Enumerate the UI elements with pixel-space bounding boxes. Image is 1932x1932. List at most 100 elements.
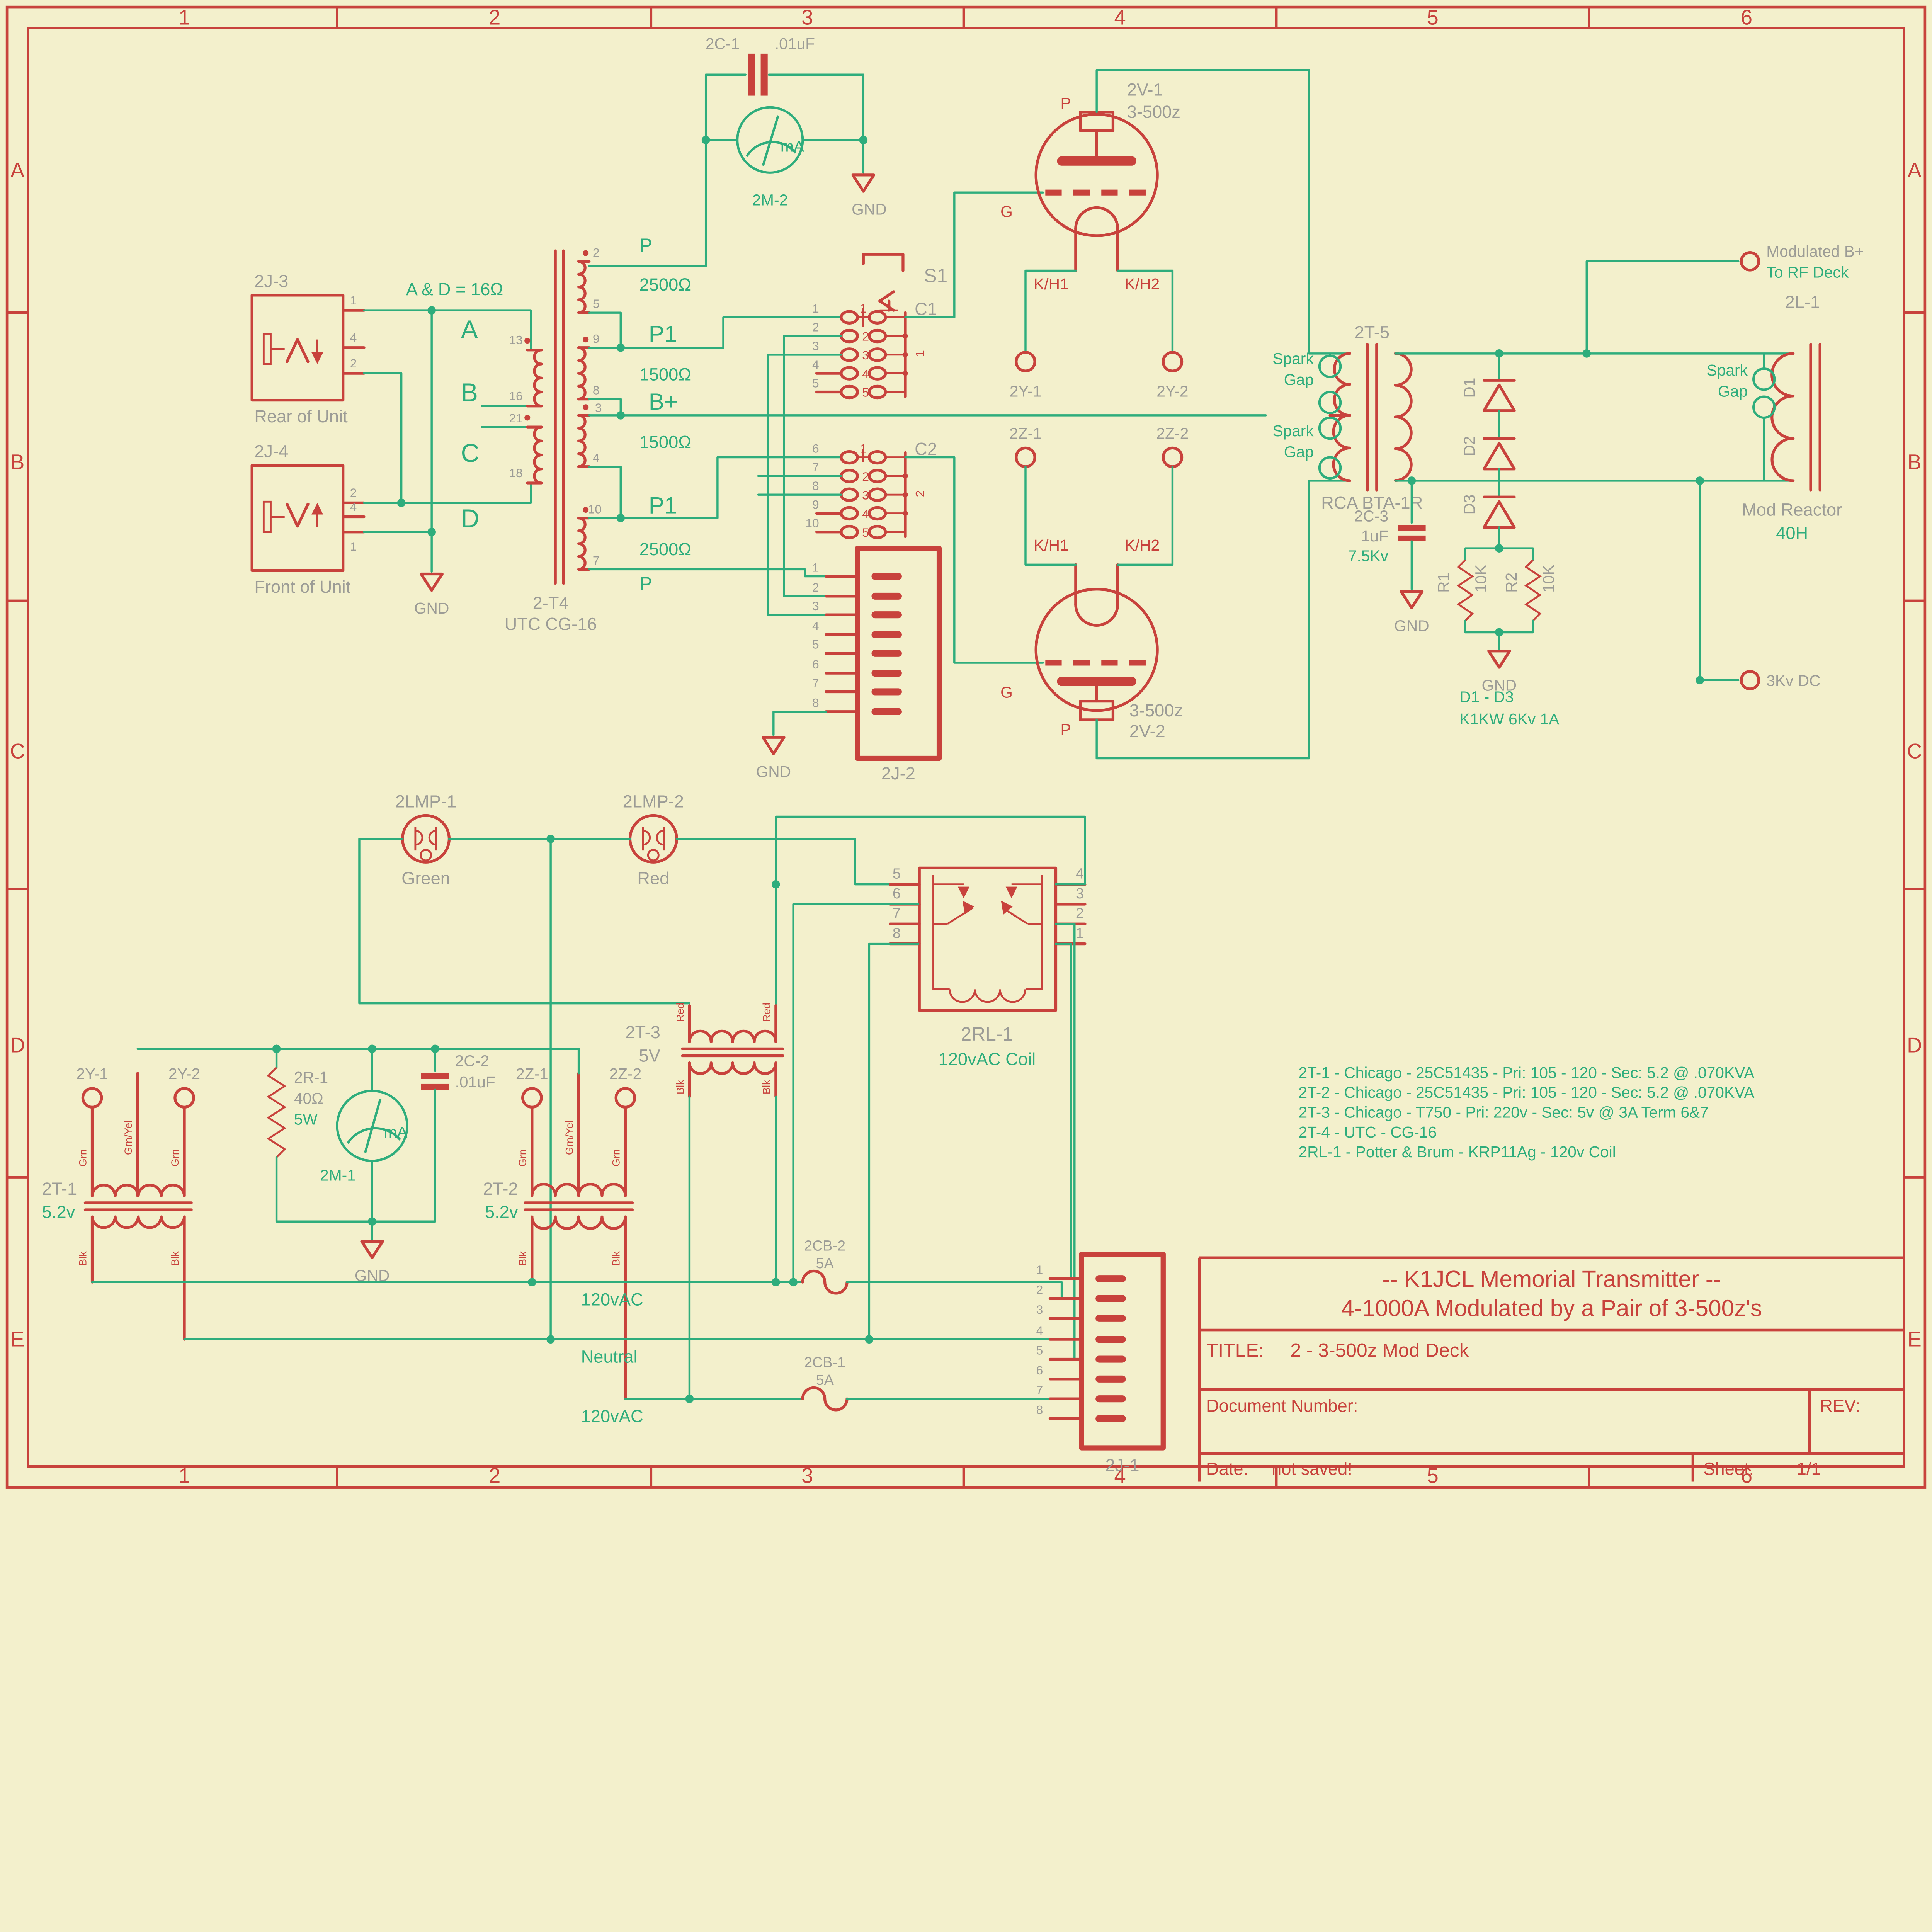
refdes-R2: R2 [1502,573,1520,593]
winding-label-Bplus: B+ [649,388,678,415]
pin-number: 1 [1076,925,1084,941]
spark-gap-label: Gap [1718,383,1748,400]
value-40H: 40H [1776,523,1808,543]
component-diode-string[interactable]: D1 D2 D3 D1 - D3 K1KW 6Kv 1A [1459,352,1560,728]
pin-label-kh1: K/H1 [1034,536,1069,554]
component-2LMP-2-lamp[interactable]: 2LMP-2 Red [623,791,684,888]
refdes-2J-2: 2J-2 [881,764,915,783]
row-label: C [10,740,25,763]
note-line: 2T-4 - UTC - CG-16 [1299,1123,1437,1141]
pin-number: 1 [350,539,357,553]
pin-number: 3 [812,339,819,353]
component-2-T4-transformer[interactable]: 13 16 21 18 2 5 9 8 3 4 10 7 2-T4 UTC CG… [505,235,691,634]
pin-number: 9 [812,497,819,511]
terminal-2Y-1: 2Y-1 [1010,383,1041,400]
component-2V-1-tube[interactable]: P G K/H1 K/H2 2V-1 3-500z [1000,80,1180,293]
spark-gap-2L-1: Spark Gap [1706,352,1776,482]
refdes-2M-1: 2M-1 [320,1167,356,1184]
rating-2C-3: 7.5Kv [1348,547,1389,565]
winding-label-2500: 2500Ω [639,275,692,294]
component-2L-1-reactor[interactable]: 2L-1 Spark Gap Mod Reactor 40H [1706,292,1842,543]
terminal-2Y-2: 2Y-2 [168,1065,200,1083]
component-S1-switch[interactable]: S1 1 2 3 4 5 1 2 3 4 5 C1 1 [757,191,1044,664]
filament-terminals[interactable]: 2Y-1 2Y-2 2Z-1 2Z-2 [1009,269,1189,566]
component-2T-2-transformer[interactable]: 2Z-1 2Z-2 Grn Grn/Yel Grn Blk Blk 2T-2 5… [483,1048,641,1400]
value-2T-5: RCA BTA-1R [1321,493,1423,512]
contact-number: 2 [862,469,869,483]
gnd-symbol [1400,590,1424,609]
pin-number: 10 [588,502,602,516]
breaker-2CB-2 [801,1270,849,1295]
deck-number: 1 [913,350,927,357]
pin-number: 2 [812,320,819,334]
pin-number: 8 [593,383,600,397]
title-label: TITLE: [1206,1339,1264,1361]
refdes-2T-5: 2T-5 [1354,323,1389,342]
col-label: 5 [1427,1464,1439,1488]
pin-number: 5 [812,376,819,390]
meter-bias-network[interactable]: 2R-1 40Ω 5W mA 2M-1 GND 2C-2 .01uF [136,1048,580,1284]
terminal-2Z-2: 2Z-2 [1156,424,1189,442]
component-2J-4-jack[interactable]: 2 4 1 2J-4 Front of Unit [250,442,366,597]
col-label: 4 [1114,5,1126,29]
gnd-symbol [851,173,876,193]
terminal-modulated-bplus[interactable]: Modulated B+ To RF Deck [1585,242,1864,355]
label-to-rf-deck: To RF Deck [1766,264,1849,281]
refdes-2LMP-1: 2LMP-1 [395,791,457,811]
secondary-nets [588,311,1267,578]
rev-label: REV: [1820,1396,1860,1415]
pin-number: 2 [1076,905,1084,921]
col-label: 1 [179,1464,190,1488]
doc-number-label: Document Number: [1206,1396,1358,1415]
pin-number: 7 [593,553,600,567]
pin-number: 7 [893,905,901,921]
component-2V-2-tube[interactable]: P G K/H1 K/H2 3-500z 2V-2 [1000,536,1183,741]
component-2C-3-capacitor[interactable]: GND 2C-3 1uF 7.5Kv [1348,480,1429,634]
refdes-2M-2: 2M-2 [752,191,788,209]
deck-number: 2 [913,490,927,497]
component-2J-2-connector[interactable]: 1 2 3 4 5 6 7 8 2J-2 GND [756,546,942,783]
col-label: 2 [489,5,500,29]
pin-number: 6 [1036,1363,1043,1377]
pin-number: 1 [350,293,357,307]
sheet-label: Sheet: [1703,1459,1754,1478]
component-2T-3-transformer[interactable]: Red Red Blk Blk 2T-3 5V [625,1003,784,1400]
contact-number: 5 [862,386,869,400]
winding-label-P: P [639,573,652,595]
component-2T-5-transformer[interactable]: 2T-5 RCA BTA-1R Spark Gap Spark Gap [1272,323,1794,513]
component-2LMP-1-lamp[interactable]: 2LMP-1 Green [395,791,457,888]
pin-number: 4 [350,500,357,514]
component-2RL-1-relay[interactable]: 5 6 7 8 4 3 2 1 2RL-1 120vAC Coil [889,866,1087,1069]
spark-gap-label: Spark [1272,350,1314,367]
value-R2: 10K [1540,565,1558,593]
label-120vac: 120vAC [581,1290,643,1310]
component-2T-1-transformer[interactable]: 2Y-1 2Y-2 Grn Grn/Yel Grn Blk Blk 2T-1 5… [42,1065,201,1341]
terminal-2Z-1: 2Z-1 [516,1065,548,1083]
component-2J-1-connector[interactable]: 1 2 3 4 5 6 7 8 2J-1 [1036,1252,1166,1475]
winding-label-P1: P1 [649,492,677,519]
note-line: 2RL-1 - Potter & Brum - KRP11Ag - 120v C… [1299,1143,1616,1161]
gnd-label: GND [852,201,887,218]
component-2C-1-capacitor[interactable]: 2C-1 .01uF [704,35,865,96]
component-R1-R2[interactable]: GND R1 10K R2 10K [1435,547,1558,694]
schematic-canvas[interactable]: 1 2 3 4 5 6 1 2 3 4 5 6 A B C D E A B C … [0,0,1932,1495]
pin-number: 7 [812,676,819,690]
winding-label-P: P [639,235,652,256]
pin-number: 4 [593,451,600,465]
pin-number: 2 [350,356,357,370]
component-2J-3-jack[interactable]: 1 4 2 2J-3 Rear of Unit [250,271,366,426]
type-2V-1: 3-500z [1127,102,1180,122]
row-label: B [1908,450,1922,474]
refdes-2J-3: 2J-3 [254,271,288,291]
component-2M-2-meter[interactable]: mA 2M-2 GND [588,73,887,267]
col-label: 3 [801,1464,813,1488]
power-rails: 2CB-2 5A 120vAC Neutral 2CB-1 5A 120vAC [91,1238,1083,1426]
pin-label-grid: G [1000,684,1013,701]
switch-deck-C1: 1 2 3 4 5 1 2 3 4 5 C1 1 [812,299,937,399]
wire-color-red: Red [674,1003,686,1022]
pin-number: 3 [1076,885,1084,901]
meter-unit: mA [384,1123,408,1141]
pin-number: 1 [812,301,819,315]
rating-2CB-2: 5A [816,1255,834,1271]
col-label: 5 [1427,5,1439,29]
